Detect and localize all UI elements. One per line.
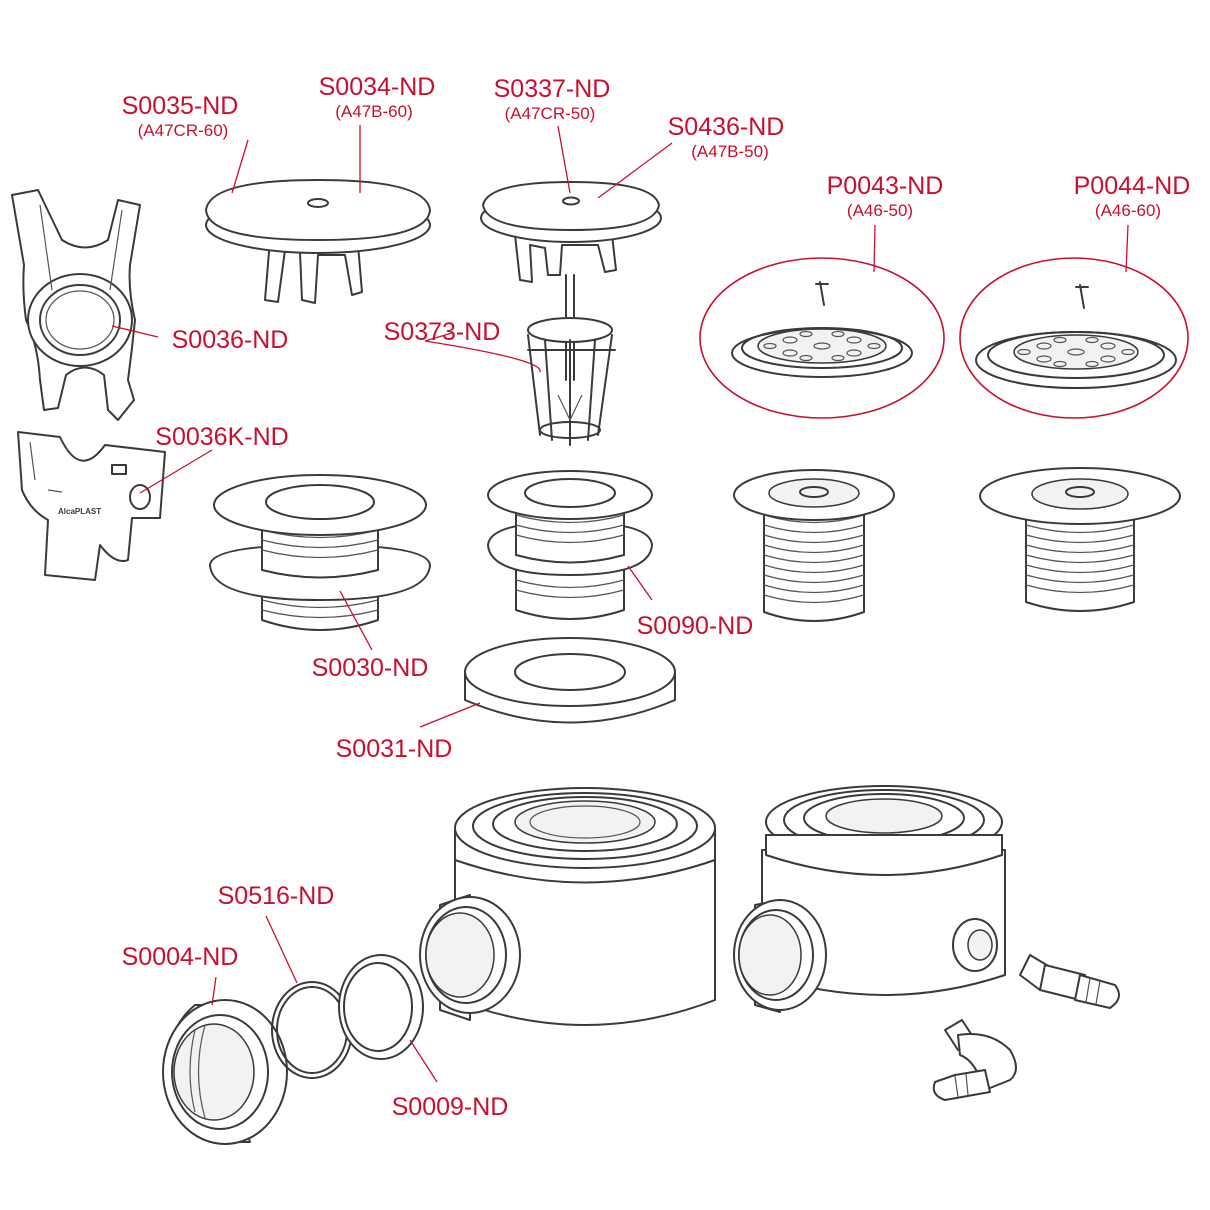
- leader-lines: [111, 125, 1129, 1083]
- label-s0373-code: S0373-ND: [384, 318, 501, 346]
- cap-s0337: [480, 181, 662, 283]
- elbow-hose-connector: [932, 1019, 1017, 1101]
- flange-s0090: [487, 470, 653, 620]
- label-s0090-code: S0090-ND: [637, 612, 754, 640]
- label-s0036-code: S0036-ND: [172, 326, 289, 354]
- label-p0043-sub: (A46-50): [847, 201, 913, 220]
- highlight-circle-p0043: [699, 257, 945, 419]
- strainer-p0044: [975, 284, 1177, 389]
- straight-hose-connector: [1019, 954, 1120, 1009]
- threaded-flange-4: [979, 467, 1181, 612]
- gasket-ring-s0031: [464, 637, 676, 724]
- part-labels: S0035-ND (A47CR-60) S0034-ND (A47B-60) S…: [122, 73, 1191, 1121]
- label-s0035-sub: (A47CR-60): [138, 121, 229, 140]
- label-s0034-sub: (A47B-60): [335, 102, 412, 121]
- label-p0044-code: P0044-ND: [1074, 172, 1191, 200]
- label-s0337-sub: (A47CR-50): [505, 104, 596, 123]
- threaded-flange-3: [733, 469, 895, 622]
- flange-s0030: [209, 474, 431, 631]
- label-s0337-code: S0337-ND: [494, 75, 611, 103]
- label-s0436-code: S0436-ND: [668, 113, 785, 141]
- highlight-circle-p0044: [959, 257, 1189, 419]
- holder-tool-s0036: [11, 189, 141, 421]
- label-p0044-sub: (A46-60): [1095, 201, 1161, 220]
- wrench-brand-label: AlcaPLAST: [58, 507, 101, 516]
- strainer-p0043: [731, 281, 913, 378]
- trap-body-right: [733, 785, 1006, 1013]
- cage-s0373: [527, 274, 616, 446]
- trap-body-left: [419, 787, 716, 1026]
- cap-s0034: [205, 179, 431, 304]
- label-s0030-code: S0030-ND: [312, 654, 429, 682]
- washer-ring-s0009: [338, 954, 424, 1060]
- union-nut-s0004: [162, 999, 288, 1145]
- label-s0034-code: S0034-ND: [319, 73, 436, 101]
- label-s0436-sub: (A47B-50): [691, 142, 768, 161]
- wrench-s0036k: AlcaPLAST: [17, 431, 166, 581]
- label-p0043-code: P0043-ND: [827, 172, 944, 200]
- label-s0009-code: S0009-ND: [392, 1093, 509, 1121]
- label-s0036k-code: S0036K-ND: [155, 423, 288, 451]
- label-s0031-code: S0031-ND: [336, 735, 453, 763]
- label-s0004-code: S0004-ND: [122, 943, 239, 971]
- label-s0035-code: S0035-ND: [122, 92, 239, 120]
- label-s0516-code: S0516-ND: [218, 882, 335, 910]
